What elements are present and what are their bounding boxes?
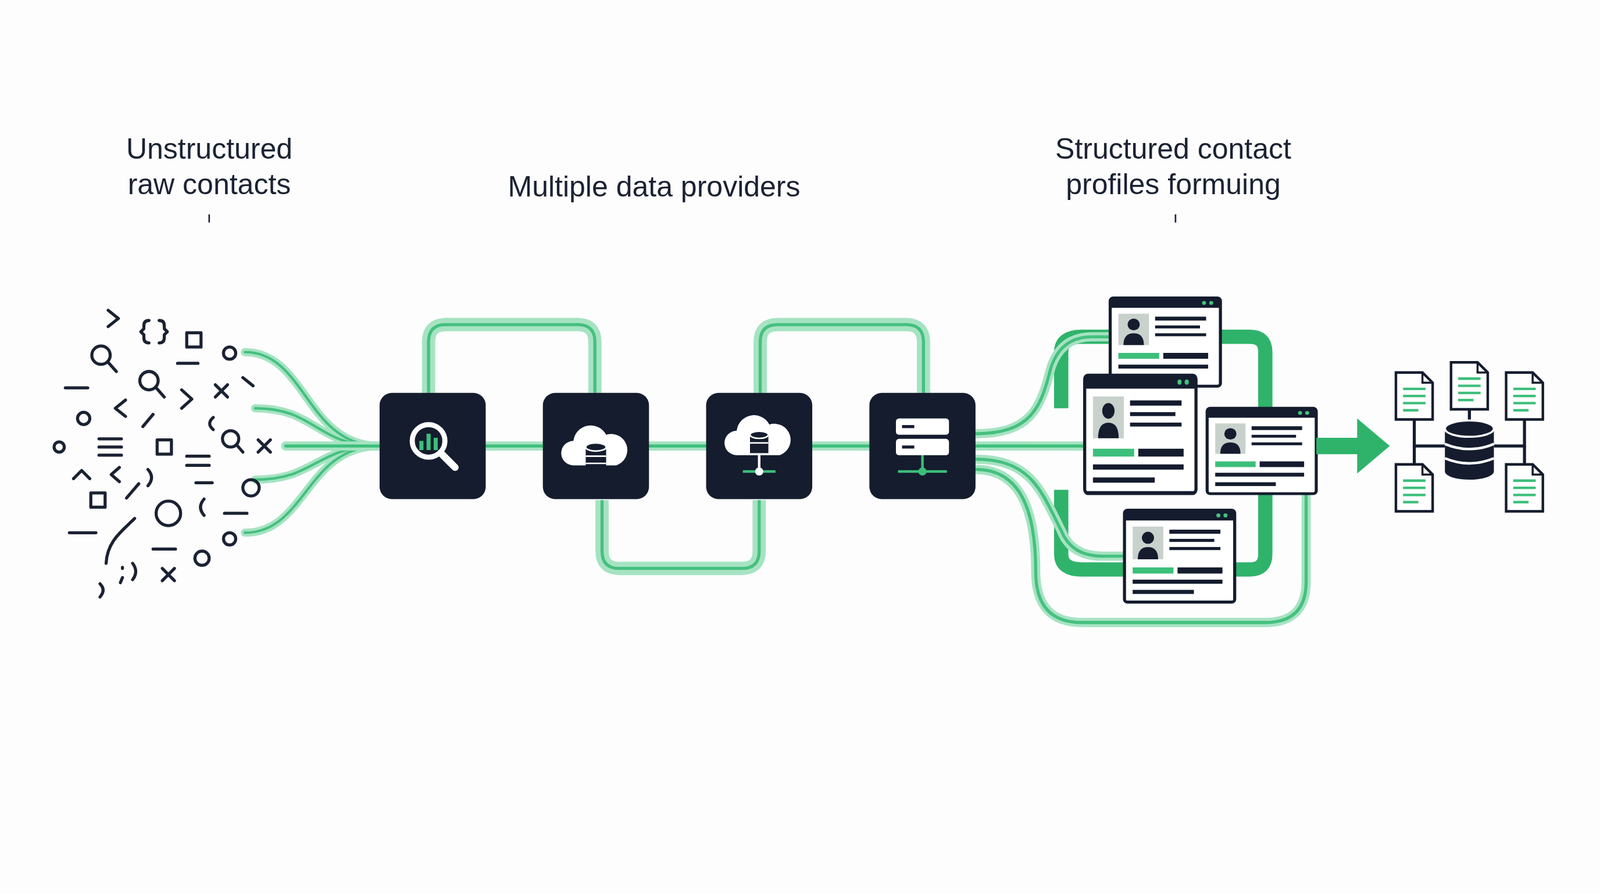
raw-symbol: [223, 347, 236, 360]
provider-box: [379, 393, 487, 500]
raw-symbol: [69, 531, 96, 535]
connector-line: [1412, 445, 1416, 465]
raw-symbol: [156, 501, 181, 526]
raw-symbol: [236, 444, 244, 452]
database-cylinder: [1444, 444, 1494, 464]
raw-symbol: [108, 362, 117, 372]
connector-line: [1414, 419, 1446, 446]
connector-line: [1493, 419, 1525, 446]
raw-symbol: [65, 386, 88, 389]
raw-symbol: [140, 320, 149, 344]
raw-symbol: [177, 361, 198, 365]
flow-line: [244, 445, 380, 533]
database-cylinder: [1444, 420, 1494, 437]
connector-line: [1522, 445, 1526, 465]
heading-label: Structured contact profiles formuing: [1036, 131, 1310, 203]
raw-symbol: [186, 456, 210, 466]
document-icon: [1395, 464, 1433, 512]
raw-symbol: [120, 567, 123, 583]
raw-symbol: [106, 518, 135, 564]
profile-card: [1110, 298, 1221, 387]
server-icon: [902, 445, 915, 449]
raw-symbol: [77, 412, 90, 425]
raw-symbol: [126, 483, 139, 499]
raw-symbol: [181, 390, 192, 409]
raw-symbol: [143, 414, 154, 427]
raw-symbol: [132, 563, 136, 580]
flow-line: [255, 408, 380, 446]
tick-mark: [208, 214, 210, 223]
raw-symbol: [162, 568, 175, 581]
database-icon: [585, 455, 606, 457]
profile-card: [1084, 375, 1196, 494]
flow-loop: [428, 324, 595, 394]
output-arrow: [1316, 437, 1362, 455]
provider-box: [706, 393, 813, 500]
flow-line: [244, 352, 380, 446]
database-icon: [750, 442, 769, 445]
flow-loop: [602, 500, 760, 569]
flow-loop: [428, 324, 595, 394]
server-icon: [895, 438, 949, 456]
document-icon: [1451, 362, 1488, 410]
raw-symbol: [209, 417, 214, 430]
raw-symbol: [54, 441, 65, 453]
document-icon: [1506, 372, 1544, 420]
server-icon: [902, 425, 915, 428]
flow-line: [244, 445, 380, 533]
search-icon: [440, 452, 456, 468]
raw-symbol: [194, 551, 210, 566]
raw-symbol: [90, 493, 106, 508]
profile-card: [1124, 510, 1235, 603]
bar-icon: [426, 433, 431, 450]
raw-symbol: [100, 583, 103, 598]
database-cylinder: [1444, 463, 1494, 480]
tick-mark: [1175, 214, 1177, 223]
raw-symbol: [258, 440, 271, 453]
profile-card: [1206, 408, 1317, 494]
document-icon: [1506, 464, 1544, 512]
flow-line: [244, 352, 380, 446]
cloud-icon: [724, 415, 791, 456]
output-arrow: [1356, 418, 1390, 474]
flow-loop: [760, 324, 924, 394]
raw-symbol: [98, 438, 122, 456]
raw-symbol: [223, 532, 236, 545]
raw-symbol: [108, 310, 119, 327]
flow-loop: [760, 324, 924, 394]
raw-symbol: [243, 479, 260, 496]
bar-icon: [433, 437, 438, 450]
raw-symbol: [111, 467, 120, 482]
bar-icon: [419, 440, 424, 450]
heading-label: Unstructured raw contacts: [110, 131, 309, 203]
heading-label: Multiple data providers: [450, 169, 858, 205]
provider-box: [869, 393, 976, 500]
document-icon: [1395, 372, 1433, 420]
raw-symbol: [156, 440, 172, 455]
flow-loop: [602, 500, 760, 569]
network-icon: [758, 455, 761, 470]
raw-symbol: [224, 511, 248, 515]
raw-symbol: [147, 469, 152, 486]
raw-symbol: [152, 547, 176, 551]
raw-symbol: [243, 377, 254, 387]
raw-symbol: [115, 400, 126, 417]
raw-symbol: [200, 498, 205, 516]
database-icon: [750, 431, 769, 439]
raw-symbol: [186, 332, 202, 348]
database-icon: [585, 443, 606, 452]
raw-symbol: [73, 470, 90, 479]
database-icon: [585, 462, 606, 465]
flow-line: [255, 445, 380, 480]
network-icon: [755, 467, 764, 476]
provider-box: [543, 393, 650, 500]
raw-symbol: [195, 481, 213, 485]
raw-symbol: [159, 320, 168, 344]
raw-symbol: [156, 387, 165, 398]
server-icon: [895, 418, 949, 435]
server-icon: [918, 467, 927, 476]
raw-symbol: [215, 384, 228, 398]
